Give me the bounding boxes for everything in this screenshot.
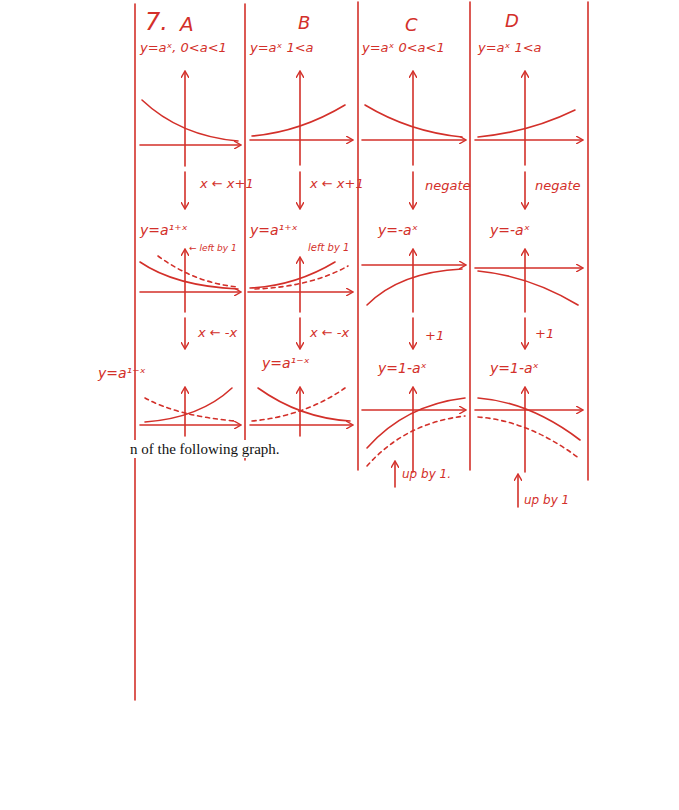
column-divider (134, 4, 136, 700)
handwritten-note: +1 (535, 326, 554, 342)
step-arrow (412, 318, 414, 348)
handwritten-note: y=a¹⁻ˣ (98, 365, 146, 382)
y-axis (184, 388, 186, 436)
column-divider (469, 2, 471, 470)
handwritten-note: +1 (425, 328, 444, 344)
handwritten-note: y=aˣ 0<a<1 (362, 40, 445, 56)
x-axis (140, 291, 240, 293)
handwritten-note: y=1-aˣ (378, 360, 427, 377)
handwritten-note: ← left by 1 (189, 243, 237, 254)
y-axis (412, 72, 414, 165)
step-arrow (412, 172, 414, 208)
exponential-curve (142, 100, 238, 141)
handwritten-note: y=-aˣ (490, 222, 530, 239)
step-arrow (184, 172, 186, 208)
step-arrow (299, 172, 301, 208)
original-curve (145, 398, 235, 421)
original-curve (158, 256, 238, 287)
y-axis (299, 388, 301, 436)
original-curve (255, 266, 348, 289)
exponential-curve (478, 110, 575, 137)
handwritten-note: up by 1 (524, 493, 569, 507)
handwritten-note: y=1-aˣ (490, 360, 539, 377)
handwritten-note: x ← -x (198, 325, 237, 341)
x-axis (140, 424, 240, 426)
x-axis (250, 424, 352, 426)
handwritten-note: y=a¹⁺ˣ (140, 222, 188, 239)
original-curve (252, 388, 345, 421)
step-arrow (184, 318, 186, 348)
handwritten-note: x ← x+1 (310, 176, 364, 192)
y-axis (184, 72, 186, 166)
column-letter: B (298, 12, 310, 34)
original-curve (367, 416, 465, 466)
column-letter: D (505, 10, 519, 32)
handwritten-note: y=a¹⁻ˣ (262, 355, 310, 372)
printed-text: n of the following graph. (128, 440, 282, 458)
step-arrow (524, 172, 526, 208)
column-divider (244, 4, 246, 460)
handwritten-note: y=aˣ 1<a (478, 40, 542, 56)
column-divider (587, 2, 589, 480)
x-axis (140, 144, 240, 146)
exponential-curve (365, 105, 462, 137)
handwritten-note: y=a¹⁺ˣ (250, 222, 298, 239)
handwritten-note: y=aˣ 1<a (250, 40, 314, 56)
exponential-curve (252, 105, 345, 136)
x-axis (475, 139, 582, 141)
y-axis (524, 72, 526, 165)
x-axis (250, 139, 352, 141)
handwritten-note: negate (425, 178, 471, 194)
handwritten-note: y=aˣ, 0<a<1 (140, 40, 227, 56)
shifted-curve (250, 262, 335, 288)
step-arrow (524, 318, 526, 348)
shift-arrow (517, 475, 519, 507)
handwritten-note: up by 1. (402, 467, 451, 481)
problem-number: 7. (145, 8, 168, 37)
y-axis (299, 258, 301, 312)
step-arrow (299, 318, 301, 348)
y-axis (524, 388, 526, 472)
handwritten-note: x ← -x (310, 325, 349, 341)
raised-curve (367, 398, 465, 448)
reflected-curve (145, 388, 232, 422)
handwritten-note: left by 1 (308, 242, 349, 254)
y-axis (412, 250, 414, 312)
original-curve (478, 417, 580, 459)
column-letter: A (180, 12, 194, 36)
shift-arrow (394, 462, 396, 487)
x-axis (475, 267, 582, 269)
handwritten-note: y=-aˣ (378, 222, 418, 239)
y-axis (299, 72, 301, 165)
negated-curve (367, 269, 462, 305)
column-letter: C (405, 14, 418, 36)
handwritten-note: negate (535, 178, 581, 194)
column-divider (357, 2, 359, 470)
negated-curve (478, 271, 578, 305)
handwritten-note: x ← x+1 (200, 176, 254, 192)
